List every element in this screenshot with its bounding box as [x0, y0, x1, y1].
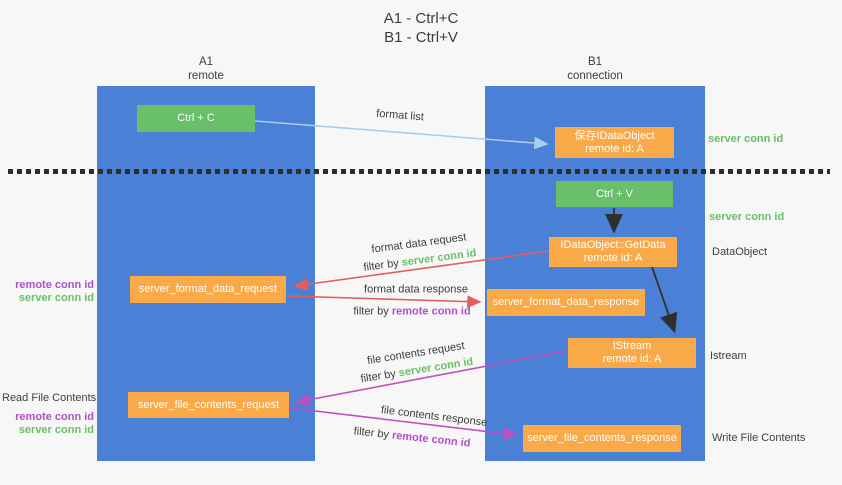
remote-conn-id-text: remote conn id [391, 305, 471, 318]
lane-left-subtitle: remote [188, 70, 224, 82]
label-write-file-contents: Write File Contents [712, 432, 806, 444]
node-getdata-line1: IDataObject::GetData [560, 239, 666, 251]
label-left-server-conn-id-2: server conn id [18, 424, 94, 436]
filter-by-text: filter by [362, 257, 400, 274]
diagram-title: A1 - Ctrl+C B1 - Ctrl+V [0, 9, 842, 47]
remote-conn-id-text: remote conn id [391, 429, 472, 450]
label-format-list: format list [375, 107, 425, 124]
diagram-title-line2: B1 - Ctrl+V [384, 29, 458, 46]
node-save-dataobject-line2: remote id: A [585, 142, 644, 155]
node-ctrl-c-label: Ctrl + C [177, 112, 215, 124]
phase-divider-dotted-line [8, 169, 830, 174]
label-server-conn-id-top: server conn id [708, 133, 784, 145]
node-save-dataobject-line1: 保存IDataObject [574, 129, 655, 142]
lane-header-left: A1 remote [97, 55, 315, 83]
node-istream-line2: remote id: A [602, 353, 662, 365]
lane-left-title: A1 [198, 56, 214, 68]
node-ctrl-c: Ctrl + C [137, 105, 255, 132]
node-server-format-data-response: server_format_data_response [487, 289, 645, 316]
label-filter-by-remote-conn-id-1: filter by remote conn id [353, 306, 470, 319]
filter-by-text: filter by [353, 305, 389, 318]
label-istream: Istream [710, 350, 747, 362]
node-server-format-data-request-label: server_format_data_request [138, 283, 278, 295]
lane-right-title: B1 [587, 56, 603, 68]
node-server-format-data-response-label: server_format_data_response [492, 296, 640, 308]
node-server-file-contents-request-label: server_file_contents_request [137, 398, 280, 411]
label-format-data-response: format data response [364, 283, 468, 296]
filter-by-text: filter by [353, 425, 390, 442]
label-left-server-conn-id-1: server conn id [18, 292, 94, 304]
node-server-file-contents-response: server_file_contents_response [523, 425, 681, 452]
label-read-file-contents: Read File Contents [2, 392, 97, 404]
node-getdata-line2: remote id: A [583, 252, 643, 264]
label-left-remote-conn-id-1: remote conn id [15, 279, 94, 291]
label-file-contents-response: file contents response [380, 404, 488, 429]
node-ctrl-v-label: Ctrl + V [596, 187, 633, 200]
node-ctrl-v: Ctrl + V [556, 181, 673, 207]
node-istream-line1: IStream [612, 340, 652, 352]
node-getdata: IDataObject::GetData remote id: A [549, 237, 677, 267]
node-server-file-contents-response-label: server_file_contents_response [527, 432, 677, 444]
filter-by-text: filter by [359, 367, 397, 386]
node-istream: IStream remote id: A [568, 338, 696, 368]
lane-right-subtitle: connection [567, 70, 623, 82]
label-dataobject: DataObject [712, 246, 768, 258]
node-server-format-data-request: server_format_data_request [130, 276, 286, 303]
node-save-dataobject: 保存IDataObject remote id: A [555, 127, 674, 158]
label-filter-by-remote-conn-id-2: filter by remote conn id [353, 425, 471, 450]
diagram-title-line1: A1 - Ctrl+C [383, 10, 459, 27]
node-server-file-contents-request: server_file_contents_request [128, 392, 289, 418]
format-data-response-arrow [286, 295, 482, 308]
lane-header-right: B1 connection [485, 55, 705, 83]
label-left-remote-conn-id-2: remote conn id [15, 411, 94, 423]
label-server-conn-id-mid: server conn id [709, 211, 785, 223]
